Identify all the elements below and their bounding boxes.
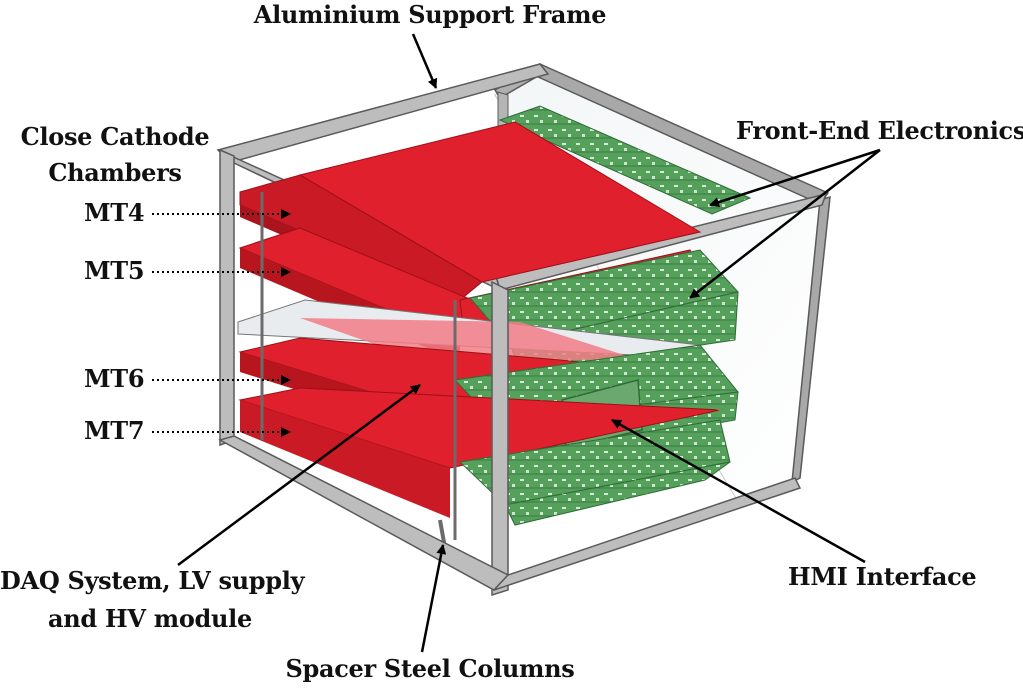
label-mt5: MT5 <box>84 256 145 285</box>
arrow-fee-2 <box>709 148 881 207</box>
arrow-daq <box>177 383 421 567</box>
label-hmi: HMI Interface <box>788 562 977 591</box>
arrow-frame <box>411 33 438 89</box>
chamber-leaders <box>152 209 291 437</box>
fee-boards-bottom <box>458 419 731 526</box>
label-mt4: MT4 <box>84 198 145 227</box>
fee-boards-top <box>498 105 752 215</box>
callout-arrows <box>177 33 881 653</box>
label-mt7: MT7 <box>84 416 145 445</box>
arrow-fee-1 <box>689 149 881 299</box>
arrow-hmi <box>611 418 866 564</box>
label-daq-line2: and HV module <box>48 604 252 633</box>
label-mt6: MT6 <box>84 364 145 393</box>
chamber-mt7 <box>238 387 721 518</box>
label-chambers-line1: Close Cathode <box>20 122 210 151</box>
arrow-spacer <box>420 544 447 653</box>
label-chambers-line2: Chambers <box>48 158 182 187</box>
label-daq-line1: DAQ System, LV supply <box>0 566 305 595</box>
label-spacer: Spacer Steel Columns <box>285 654 575 683</box>
label-frame: Aluminium Support Frame <box>253 0 607 29</box>
label-fee: Front-End Electronics <box>736 116 1023 145</box>
aluminium-frame-front <box>218 148 802 597</box>
